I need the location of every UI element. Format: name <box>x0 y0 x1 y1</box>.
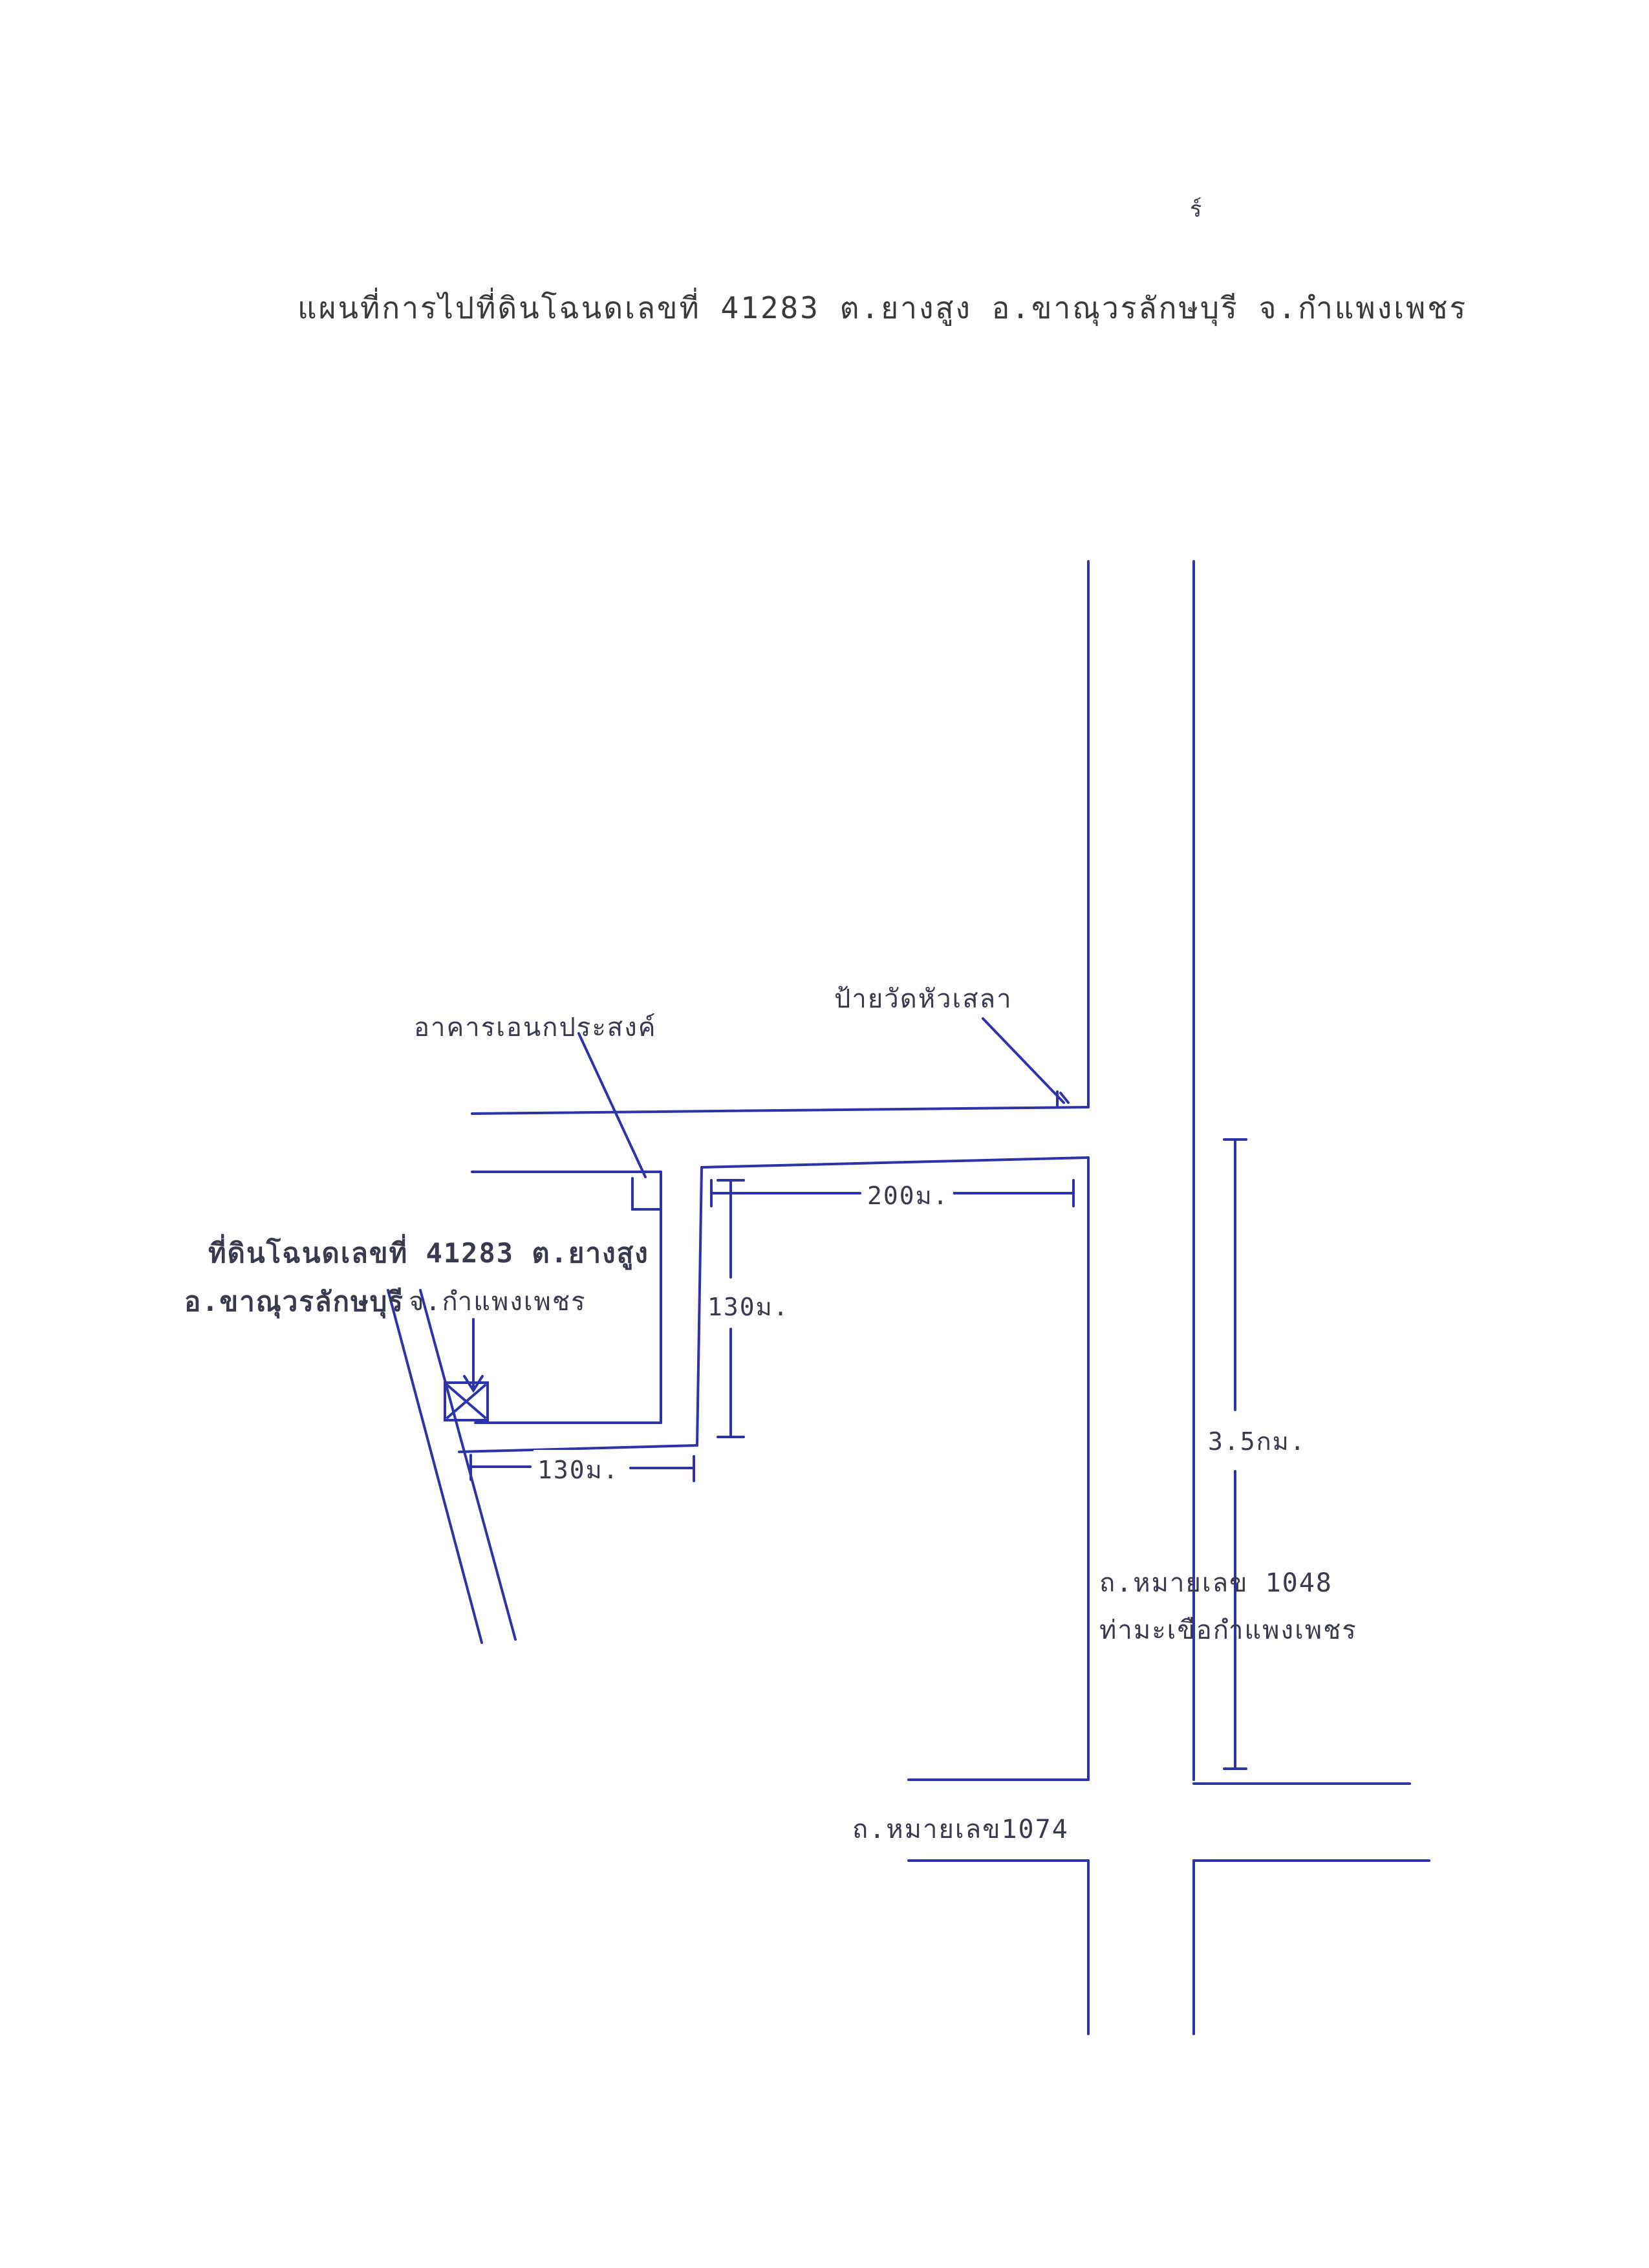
dim-130v-label: 130ม. <box>704 1287 793 1326</box>
land-parcel-arrowhead <box>463 1375 484 1393</box>
dim-35-label: 3.5กม. <box>1204 1421 1310 1461</box>
road-1074-label: ถ.หมายเลข1074 <box>852 1815 1069 1844</box>
lane-bottom-south-edge <box>458 1444 698 1453</box>
diagonal-road-west-edge <box>387 1289 483 1644</box>
land-label-line2: อ.ขาณุวรลักษบุรี <box>184 1286 404 1317</box>
land-label-line1: ที่ดินโฉนดเลขที่ 41283 ต.ยางสูง <box>208 1237 649 1269</box>
page-mark: ร์ <box>1190 197 1203 222</box>
sign-label: ป้ายวัดหัวเสลา <box>834 984 1013 1014</box>
dim-200-label: 200ม. <box>863 1176 953 1215</box>
building-leader <box>577 1032 647 1178</box>
map-title: แผนที่การไปที่ดินโฉนดเลขที่ 41283 ต.ยางส… <box>297 290 1468 325</box>
side-road-south-edge-right <box>700 1156 1090 1169</box>
building-label: อาคารเอนกประสงค์ <box>414 1013 657 1042</box>
lane-east-edge <box>696 1166 703 1447</box>
road-1048-label-line2: ท่ามะเขือกำแพงเพชร <box>1099 1615 1357 1645</box>
land-parcel-x-2 <box>446 1384 486 1419</box>
sign-marker-tick <box>1059 1092 1070 1104</box>
building-marker <box>631 1177 662 1211</box>
side-road-north-edge <box>471 1106 1090 1115</box>
dim-130h-label: 130ม. <box>534 1450 623 1489</box>
land-label-line3: จ.กำแพงเพชร <box>409 1287 587 1317</box>
sign-leader <box>982 1017 1065 1104</box>
land-parcel-box <box>444 1381 489 1421</box>
diagonal-road-east-edge <box>419 1289 517 1641</box>
road-1048-label-line1: ถ.หมายเลข 1048 <box>1099 1568 1333 1598</box>
